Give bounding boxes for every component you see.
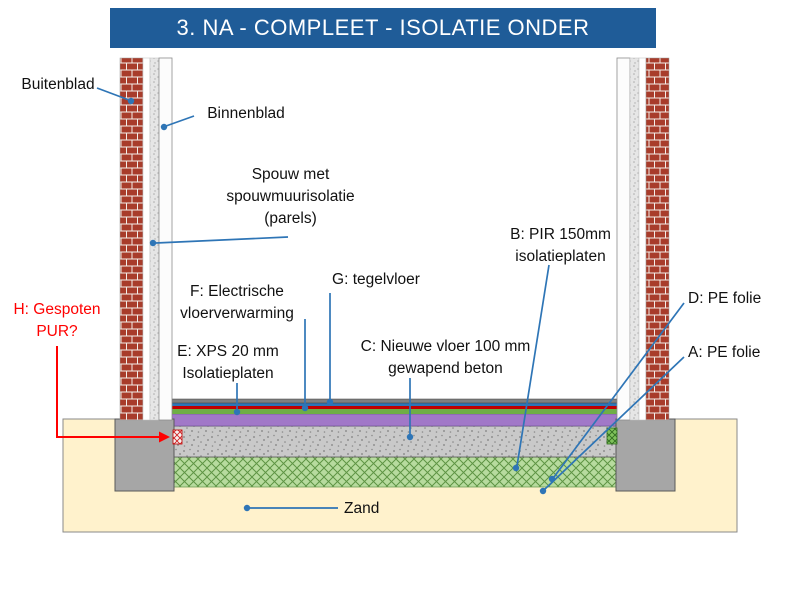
patch-spray-pur-left	[172, 429, 183, 445]
label-c-vloer: C: Nieuwe vloer 100 mm gewapend beton	[360, 338, 531, 377]
inner-leaf-left	[158, 57, 173, 421]
leader-buitenblad	[96, 87, 135, 105]
patch-insulation-right	[606, 427, 618, 445]
title-bar: 3. NA - COMPLEET - ISOLATIE ONDER	[110, 8, 656, 48]
leader-b-pir	[512, 264, 550, 472]
label-buitenblad: Buitenblad	[21, 76, 95, 93]
cavity-gap-left	[142, 57, 151, 421]
layer-floor-heating	[172, 406, 617, 409]
leader-spouw	[149, 236, 289, 247]
label-g-tegelvloer: G: tegelvloer	[332, 271, 420, 288]
label-zand: Zand	[344, 500, 380, 517]
leader-g-tegelvloer	[326, 293, 334, 406]
label-f-vloerverwarming: F: Electrische vloerverwarming	[180, 283, 294, 322]
label-b-pir: B: PIR 150mm isolatieplaten	[510, 226, 611, 265]
leader-zand	[243, 504, 338, 512]
foundation-right	[615, 418, 676, 492]
leader-binnenblad	[160, 115, 195, 131]
leader-c-vloer	[406, 378, 414, 441]
slide-title: 3. NA - COMPLEET - ISOLATIE ONDER	[176, 15, 590, 40]
outer-leaf-left	[119, 57, 144, 421]
foundation-left	[114, 418, 175, 492]
leader-f-vloerverwarming	[301, 319, 309, 412]
layer-xps	[171, 413, 618, 427]
red-arrow-h-pur	[56, 346, 170, 443]
label-binnenblad: Binnenblad	[207, 105, 285, 122]
label-e-xps: E: XPS 20 mm Isolatieplaten	[177, 343, 279, 382]
layer-screed	[172, 403, 617, 406]
callout-leaders	[96, 87, 685, 512]
leader-e-xps	[233, 383, 241, 416]
layer-pir-insulation	[171, 456, 618, 488]
label-a-pe: A: PE folie	[688, 344, 761, 361]
wall-left	[119, 57, 173, 421]
label-h-pur: H: Gespoten PUR?	[13, 301, 101, 340]
layer-pe-foil-top	[172, 409, 617, 414]
layer-tile-floor	[171, 398, 618, 404]
floor-layers	[171, 398, 618, 488]
leader-a-pe	[539, 356, 685, 495]
label-spouw: Spouw met spouwmuurisolatie (parels)	[226, 166, 355, 227]
layer-concrete	[171, 425, 618, 458]
outer-leaf-right	[645, 57, 670, 421]
label-d-pe: D: PE folie	[688, 290, 762, 307]
